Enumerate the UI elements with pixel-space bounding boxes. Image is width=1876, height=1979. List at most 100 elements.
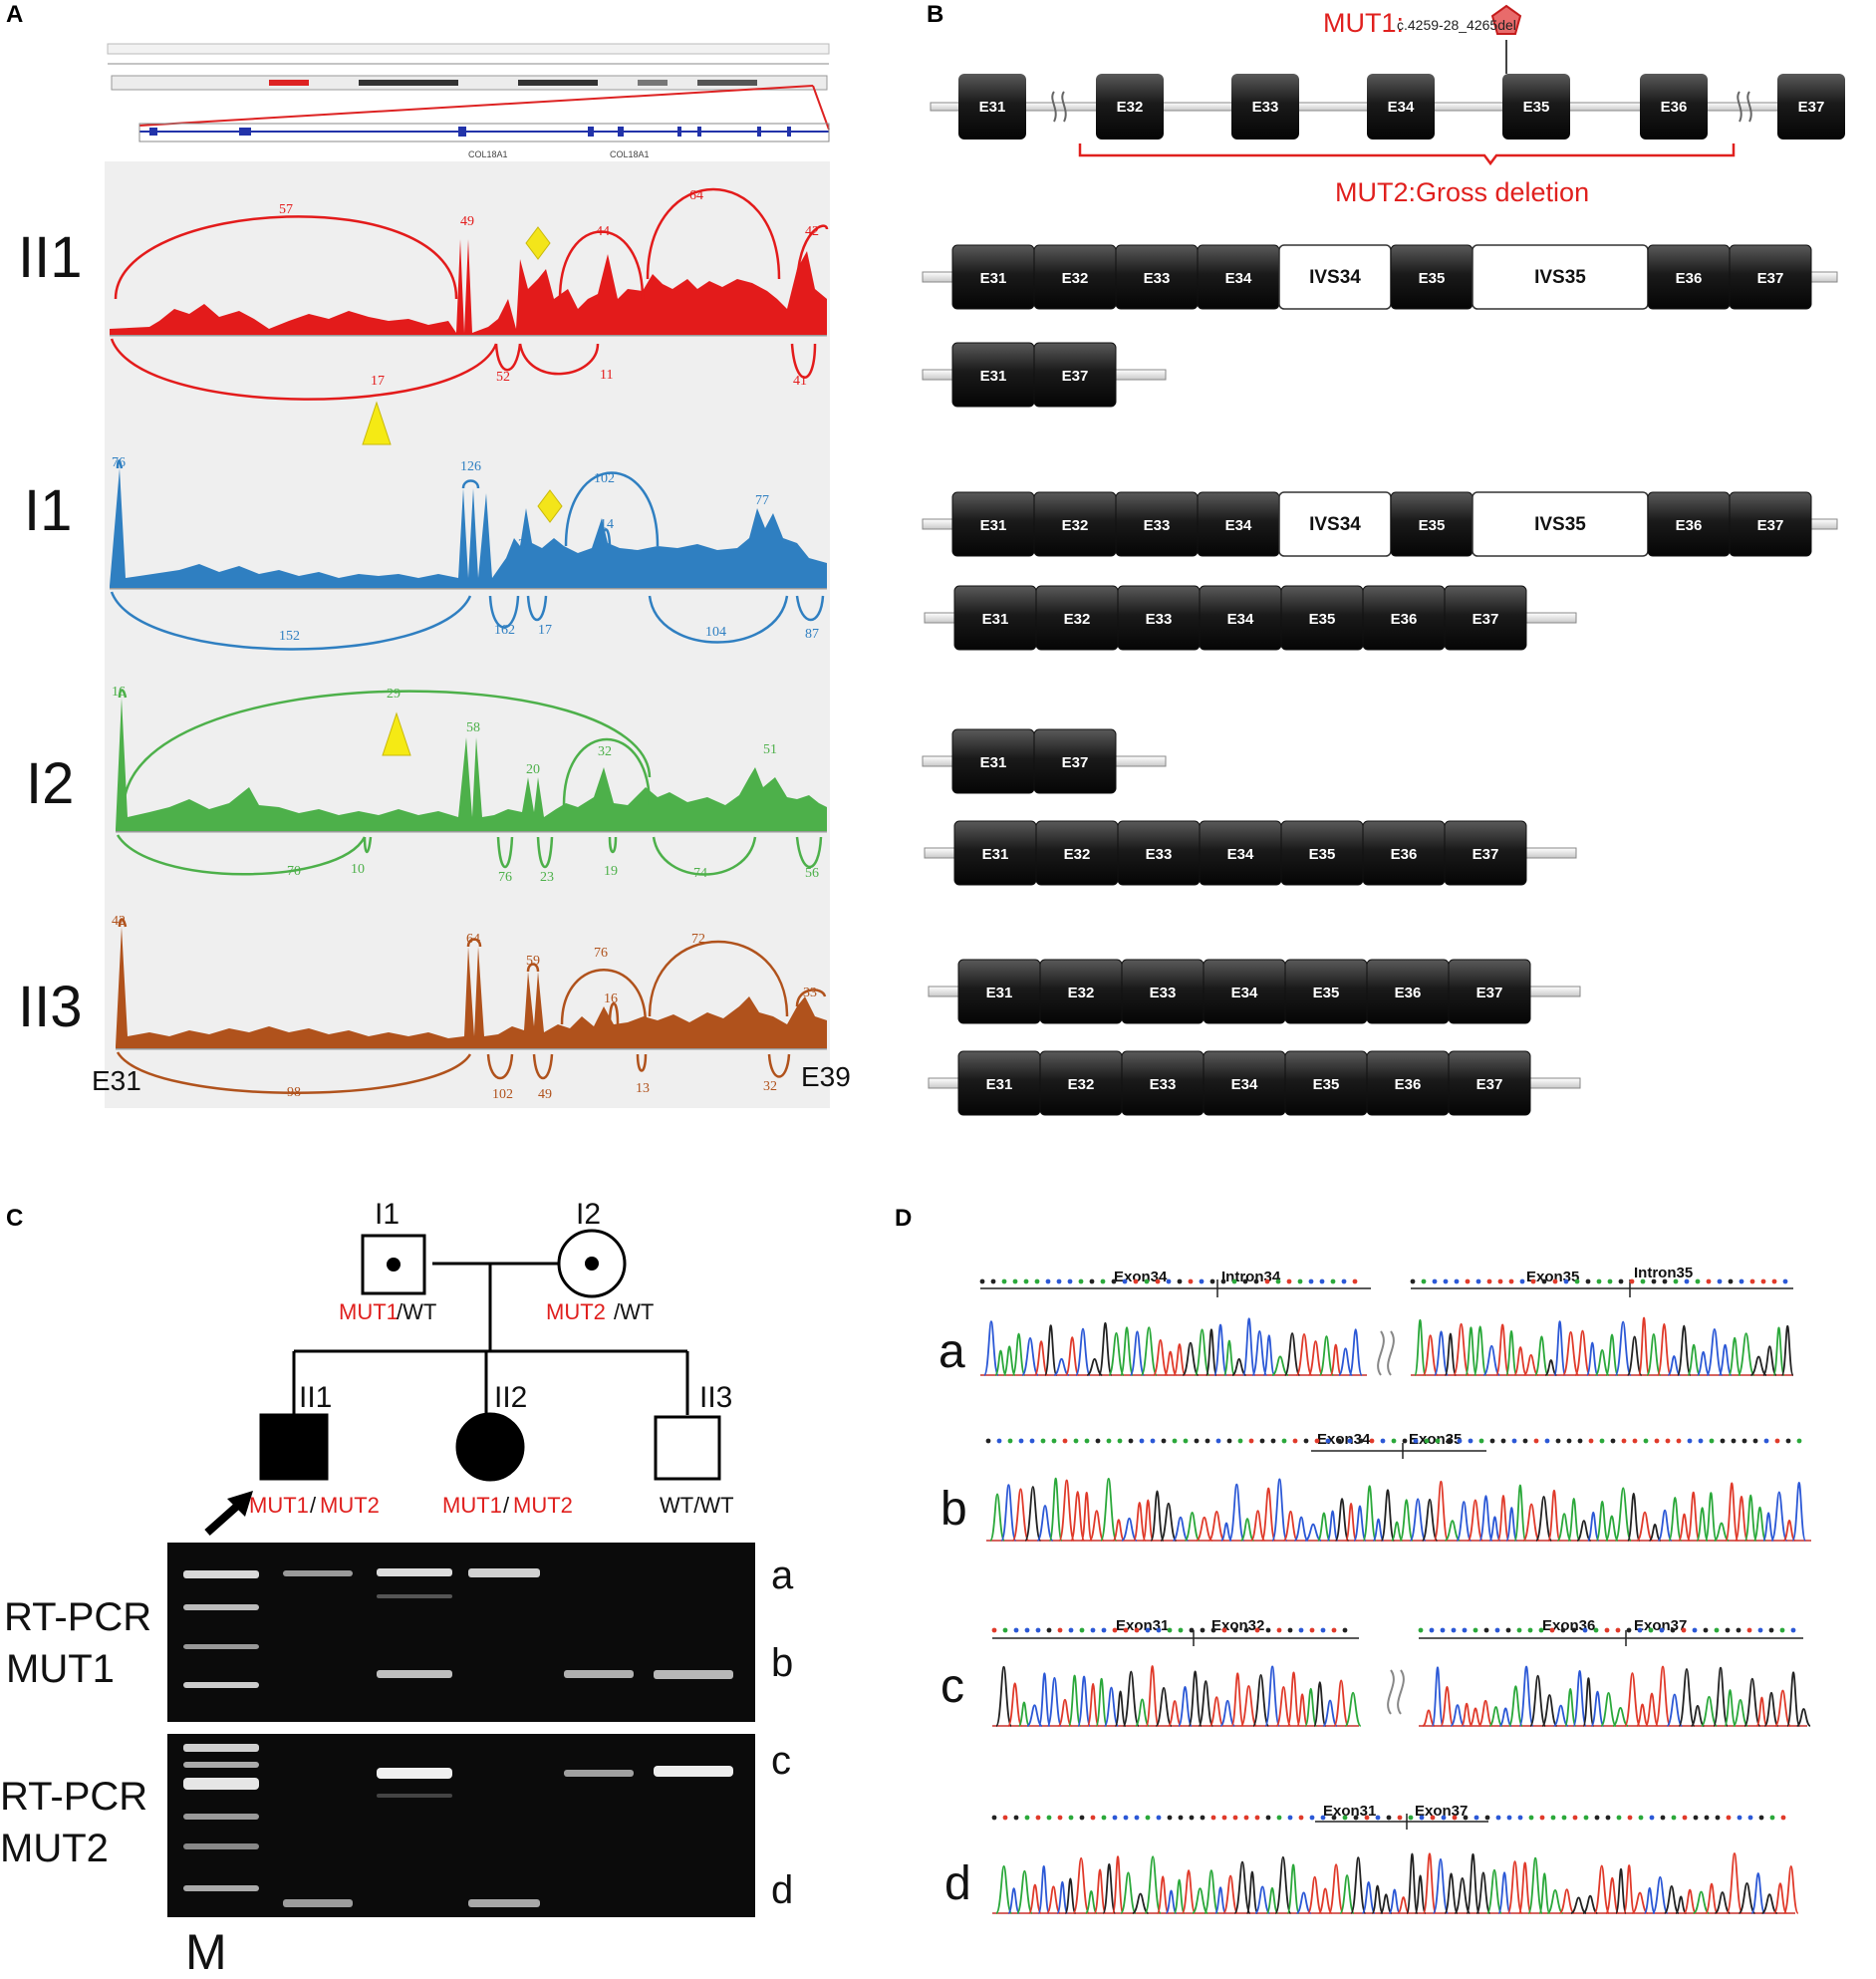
basecall-dot xyxy=(1662,1278,1668,1284)
pedigree-ii1-geno-a: MUT1 xyxy=(249,1493,309,1518)
chromatogram-peak xyxy=(1505,1507,1518,1542)
chromatogram-peak xyxy=(1772,1326,1785,1376)
chromatogram-peak xyxy=(1075,1327,1091,1376)
pedigree-ii3-geno: WT/WT xyxy=(660,1493,734,1518)
transcript-exon-label: E37 xyxy=(1062,368,1089,385)
transcript-exon-label: E36 xyxy=(1676,270,1703,287)
basecall-dot xyxy=(1463,1815,1469,1821)
basecall-dot xyxy=(1676,1438,1682,1444)
chromatogram-peak xyxy=(1372,1518,1385,1542)
chromatogram-peak xyxy=(1080,1491,1093,1542)
chromatogram-peak xyxy=(1252,1673,1270,1727)
junction-i2-u1: 16 xyxy=(112,685,126,700)
gel-label-mut2-line1: RT-PCR xyxy=(0,1775,147,1819)
chromatogram-peak xyxy=(1181,1869,1197,1914)
basecall-dot xyxy=(1637,1627,1643,1633)
transcript-exon-label: E35 xyxy=(1313,985,1340,1001)
chromatogram-peak xyxy=(1414,1318,1427,1376)
retained-intron-label: IVS34 xyxy=(1309,267,1361,288)
chromatogram-peak xyxy=(1271,1355,1289,1376)
chromatogram-peak xyxy=(1048,1477,1063,1542)
junction-i1-u2: 126 xyxy=(460,459,481,474)
seq-label-a1: Exon34 xyxy=(1114,1269,1168,1285)
chromatogram-peak xyxy=(1214,1886,1227,1914)
chromatogram-peak xyxy=(1056,1880,1069,1914)
transcript-exon xyxy=(1033,342,1117,408)
chromatogram-peak xyxy=(1518,1665,1534,1727)
basecall-dot xyxy=(1341,1278,1347,1284)
basecall-dot xyxy=(1616,1815,1622,1821)
basecall-dot xyxy=(1446,1438,1452,1444)
transcript-exon-label: E32 xyxy=(1062,270,1089,287)
gel-band xyxy=(183,1604,259,1610)
basecall-dot xyxy=(1287,1815,1293,1821)
chromatogram-peak xyxy=(1529,1674,1547,1727)
basecall-dot xyxy=(1474,1815,1479,1821)
chromatogram-peak xyxy=(1541,1694,1558,1727)
panel-letter-a: A xyxy=(6,1,23,28)
seq-label-c3: Exon36 xyxy=(1542,1617,1595,1634)
basecall-dot xyxy=(1265,1815,1271,1821)
basecall-dot xyxy=(1757,1627,1763,1633)
transcript-exon-label: E35 xyxy=(1309,846,1336,863)
chromatogram-peak xyxy=(1265,1886,1279,1914)
basecall-dot xyxy=(1618,1278,1624,1284)
chromatogram-peak xyxy=(1454,1876,1472,1914)
basecall-dot xyxy=(1178,1815,1184,1821)
sashimi-track-i2: I2 16 29 58 20 32 51 70 10 76 23 19 74 xyxy=(26,685,827,885)
basecall-dot xyxy=(1605,1815,1611,1821)
basecall-dot xyxy=(1117,1438,1123,1444)
junction-ii3-u3: 59 xyxy=(526,954,540,969)
basecall-dot xyxy=(1410,1278,1416,1284)
basecall-dot xyxy=(1780,1815,1786,1821)
basecall-dot xyxy=(1790,1627,1796,1633)
chromatogram-peak xyxy=(1562,1330,1580,1376)
basecall-dot xyxy=(1651,1278,1657,1284)
junction-i1-u6: 77 xyxy=(755,493,769,508)
basecall-dot xyxy=(1209,1278,1215,1284)
chromatogram-peak xyxy=(1184,1512,1201,1542)
chromatogram-peak xyxy=(1240,1518,1254,1542)
basecall-dot xyxy=(1034,1278,1040,1284)
transcript-exon-label: E32 xyxy=(1068,985,1095,1001)
junction-i1-l1: 152 xyxy=(279,629,300,644)
transcript-exon-label: E31 xyxy=(980,270,1007,287)
transcript-exon-label: E32 xyxy=(1068,1076,1095,1093)
basecall-dot xyxy=(1621,1438,1627,1444)
chromatogram-peak xyxy=(1026,1704,1043,1727)
exon-e31: E31 xyxy=(958,74,1026,140)
gel-band xyxy=(183,1570,259,1578)
junction-ii1-l2: 52 xyxy=(496,370,510,385)
chromatogram-peak xyxy=(1344,1503,1358,1542)
chromatogram-peak xyxy=(1397,1896,1410,1914)
gel-band xyxy=(377,1670,452,1678)
transcript-exon-label: E34 xyxy=(1225,270,1252,287)
basecall-dot xyxy=(1615,1627,1621,1633)
chromatogram-peak xyxy=(1122,1670,1140,1727)
diamond-marker-icon xyxy=(525,226,551,260)
chromatogram-peak xyxy=(1523,1353,1539,1376)
transcript-exon-label: E36 xyxy=(1391,846,1418,863)
seq-label-b2: Exon35 xyxy=(1409,1431,1462,1448)
chromatogram-peak xyxy=(1704,1492,1718,1542)
gene-model: E31 E32 E33 E34 E35 E36 E37 MUT1: c.4259… xyxy=(930,4,1845,207)
chromatogram-peak xyxy=(1313,1681,1327,1727)
basecall-dot xyxy=(1079,1815,1085,1821)
basecall-dot xyxy=(1769,1815,1775,1821)
gel-images xyxy=(167,1543,755,1917)
chromatogram-peak xyxy=(1164,1350,1178,1376)
basecall-dot xyxy=(1183,1438,1189,1444)
basecall-dot xyxy=(1231,1278,1237,1284)
basecall-dot xyxy=(1068,1815,1074,1821)
basecall-dot xyxy=(1221,1815,1227,1821)
chromatogram-peak xyxy=(1000,1484,1017,1542)
chromatogram-peak xyxy=(1582,1894,1598,1914)
chromatogram-peak xyxy=(1160,1502,1178,1542)
basecall-dot xyxy=(1134,1627,1140,1633)
chromatogram-peak xyxy=(1409,1498,1427,1542)
basecall-dot xyxy=(1728,1278,1734,1284)
basecall-dot xyxy=(1782,1278,1788,1284)
gel-band xyxy=(183,1644,259,1649)
basecall-dot xyxy=(1331,1627,1337,1633)
basecall-dot xyxy=(1695,1278,1701,1284)
